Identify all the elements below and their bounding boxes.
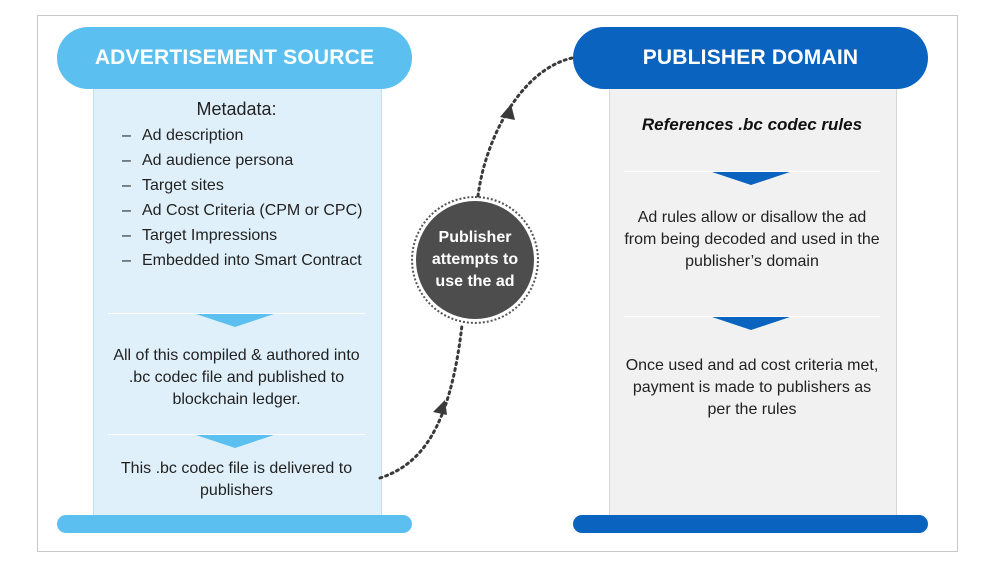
metadata-item: –Ad description xyxy=(122,125,372,147)
metadata-item: –Target sites xyxy=(122,175,372,197)
metadata-item: –Embedded into Smart Contract xyxy=(122,250,372,272)
down-triangle-icon xyxy=(712,317,790,330)
compile-step-text: All of this compiled & authored into .bc… xyxy=(113,347,360,408)
section-divider xyxy=(624,316,880,317)
publisher-attempt-circle: Publisher attempts to use the ad xyxy=(411,196,539,324)
references-title: References .bc codec rules xyxy=(641,115,863,134)
metadata-list: –Ad description –Ad audience persona –Ta… xyxy=(122,125,372,275)
section-divider xyxy=(108,313,365,314)
dash-bullet-icon: – xyxy=(122,227,131,244)
section-divider xyxy=(624,171,880,172)
dash-bullet-icon: – xyxy=(122,152,131,169)
down-triangle-icon xyxy=(196,435,274,448)
upper-arrowhead-icon xyxy=(500,104,515,120)
publisher-domain-panel xyxy=(609,70,897,520)
lower-dotted-path xyxy=(378,323,464,480)
upper-dotted-path xyxy=(476,56,574,198)
metadata-title: Metadata: xyxy=(196,99,277,119)
advertisement-source-footer xyxy=(57,515,412,533)
publisher-domain-header: PUBLISHER DOMAIN xyxy=(573,27,928,89)
publisher-attempt-label: Publisher attempts to use the ad xyxy=(416,201,534,319)
section-divider xyxy=(108,434,365,435)
down-triangle-icon xyxy=(196,314,274,327)
metadata-item: –Ad Cost Criteria (CPM or CPC) xyxy=(122,200,372,222)
dash-bullet-icon: – xyxy=(122,127,131,144)
diagram-frame xyxy=(37,15,958,552)
dash-bullet-icon: – xyxy=(122,252,131,269)
delivery-step-text: This .bc codec file is delivered to publ… xyxy=(120,460,353,499)
dash-bullet-icon: – xyxy=(122,177,131,194)
metadata-item: –Target Impressions xyxy=(122,225,372,247)
metadata-item: –Ad audience persona xyxy=(122,150,372,172)
advertisement-source-header: ADVERTISEMENT SOURCE xyxy=(57,27,412,89)
ad-rules-text: Ad rules allow or disallow the ad from b… xyxy=(624,209,880,270)
payment-text: Once used and ad cost criteria met, paym… xyxy=(625,357,879,418)
dash-bullet-icon: – xyxy=(122,202,131,219)
publisher-domain-footer xyxy=(573,515,928,533)
lower-arrowhead-icon xyxy=(433,400,447,415)
down-triangle-icon xyxy=(712,172,790,185)
